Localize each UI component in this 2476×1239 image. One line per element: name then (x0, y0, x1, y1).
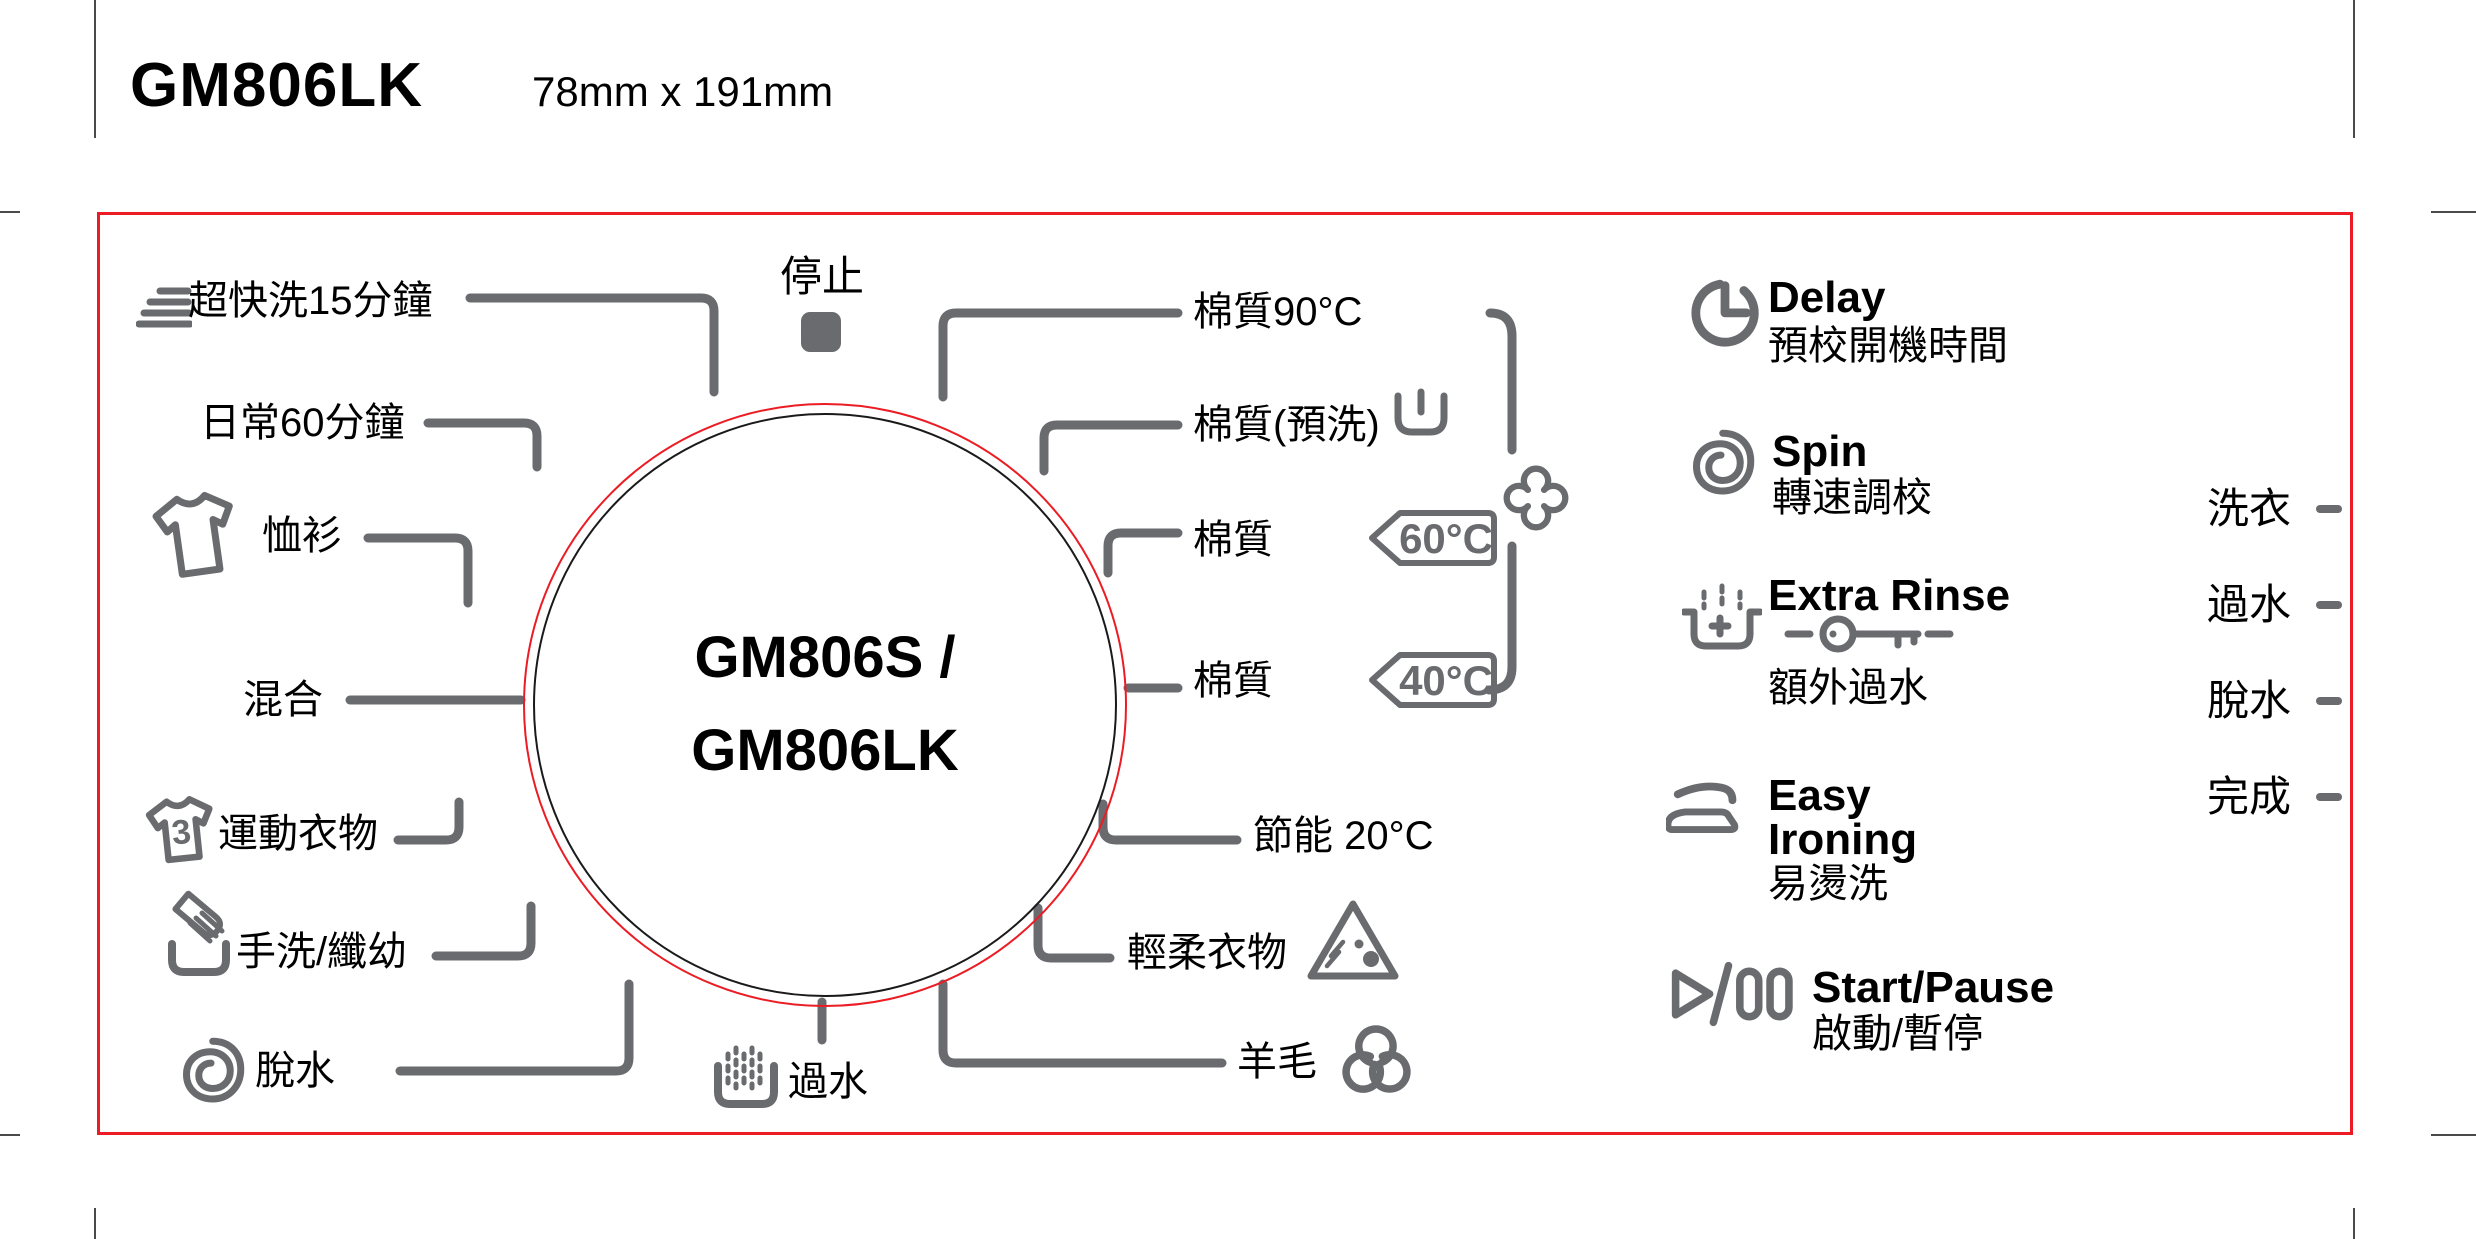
rinse-label: 過水 (788, 1060, 868, 1104)
crop-mark (2353, 1208, 2355, 1239)
status-label-rinse: 過水 (2207, 581, 2292, 628)
cotton-flower-icon (1503, 465, 1569, 531)
crop-mark (0, 211, 20, 213)
panel-outline (97, 212, 2353, 1135)
crop-mark (2431, 211, 2476, 213)
dial-model-line2: GM806LK (691, 718, 959, 783)
start-pause-icon (1671, 961, 1793, 1027)
extra-rinse-icon (1682, 583, 1762, 650)
status-label-spin: 脫水 (2207, 677, 2292, 724)
crop-mark (0, 1134, 20, 1136)
program-label-eco20: 節能 20°C (1253, 814, 1434, 858)
option-easy-ironing-en-line2: Ironing (1768, 815, 1918, 864)
program-label-daily60: 日常60分鐘 (200, 401, 405, 445)
wool-icon (1342, 1025, 1411, 1093)
option-easy-ironing-en-line1: Easy (1768, 771, 1871, 820)
quick-wash-icon (136, 287, 192, 328)
crop-mark (2353, 0, 2355, 138)
key-lock-icon (1784, 615, 1954, 653)
program-dial: GM806S / GM806LK (533, 413, 1117, 997)
delicates-triangle-icon (1307, 900, 1399, 980)
page-title: GM806LK (130, 51, 423, 120)
temp-tag-40-text: 40°C (1399, 657, 1493, 704)
program-label-drain-spin: 脫水 (255, 1049, 335, 1093)
panel-dimensions: 78mm x 191mm (532, 68, 834, 115)
program-label-mixed: 混合 (243, 678, 323, 722)
temp-tag-60: 60°C (1369, 510, 1497, 566)
option-delay-en: Delay (1768, 273, 1886, 322)
option-start-pause-en: Start/Pause (1812, 963, 2055, 1012)
status-led-rinse (2316, 601, 2342, 609)
program-label-sportswear: 運動衣物 (218, 812, 378, 856)
program-label-cotton-prewash: 棉質(預洗) (1193, 403, 1380, 447)
status-label-finish: 完成 (2207, 773, 2292, 820)
status-label-wash: 洗衣 (2207, 485, 2292, 532)
program-label-handwash: 手洗/纖幼 (236, 930, 408, 974)
crop-mark (94, 0, 96, 138)
option-extra-rinse-zh: 額外過水 (1768, 666, 1928, 710)
temp-tag-60-text: 60°C (1399, 515, 1493, 562)
stop-label: 停止 (780, 253, 865, 300)
spin-speed-icon (1693, 429, 1755, 495)
option-extra-rinse-en: Extra Rinse (1768, 571, 2011, 620)
dial-model-line1: GM806S / (694, 625, 956, 691)
spin-spiral-icon (183, 1037, 245, 1103)
handwash-icon (168, 890, 230, 976)
program-label-cotton40: 棉質 (1193, 659, 1273, 703)
option-easy-ironing-zh: 易燙洗 (1768, 862, 1888, 906)
iron-icon (1666, 782, 1739, 833)
dial-outer-ring (523, 403, 1127, 1007)
program-label-shirts: 恤衫 (262, 514, 342, 558)
rinse-tub-icon (714, 1045, 778, 1108)
program-label-cotton60: 棉質 (1193, 518, 1273, 562)
crop-mark (2431, 1134, 2476, 1136)
program-label-wool: 羊毛 (1237, 1040, 1317, 1084)
status-led-wash (2316, 505, 2342, 513)
option-delay-zh: 預校開機時間 (1768, 324, 2008, 368)
sportswear-shirt-icon: 3 (145, 796, 213, 864)
program-label-delicates: 輕柔衣物 (1127, 931, 1287, 975)
option-spin-en: Spin (1772, 427, 1868, 476)
stop-square-icon (801, 312, 841, 352)
temp-tag-40: 40°C (1369, 652, 1497, 708)
status-led-spin (2316, 697, 2342, 705)
option-spin-zh: 轉速調校 (1772, 476, 1932, 520)
program-label-cotton90: 棉質90°C (1193, 290, 1363, 334)
shirt-icon (152, 491, 233, 578)
svg-text:3: 3 (170, 813, 193, 853)
program-label-quick-wash: 超快洗15分鐘 (188, 279, 433, 323)
option-start-pause-zh: 啟動/暫停 (1812, 1012, 1984, 1056)
delay-timer-icon (1691, 279, 1759, 347)
status-led-finish (2316, 793, 2342, 801)
prewash-tub-icon (1394, 388, 1448, 436)
crop-mark (94, 1208, 96, 1239)
